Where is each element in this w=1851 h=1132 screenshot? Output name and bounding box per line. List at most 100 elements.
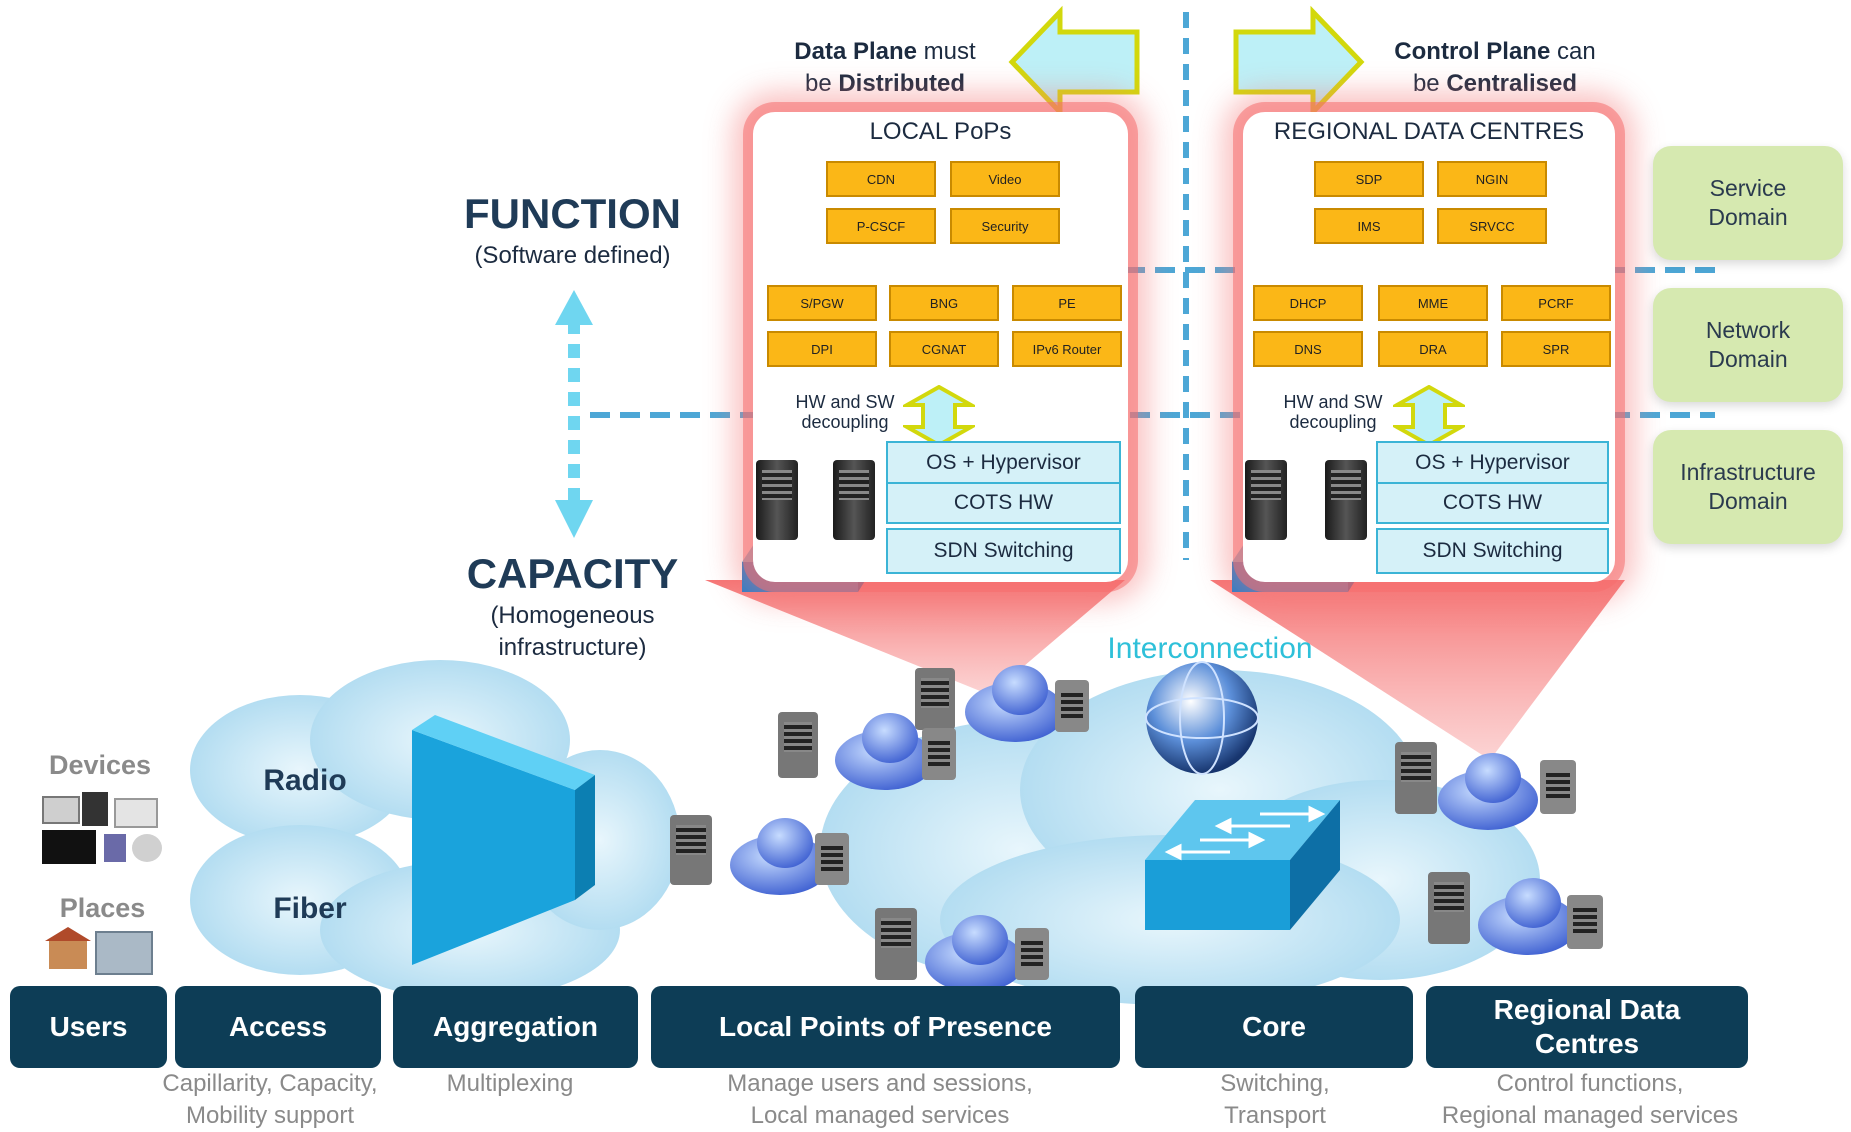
decoupling-line1: HW and SW [795,392,895,412]
service-fn-ims: IMS [1314,208,1424,244]
local-panel-title: LOCAL PoPs [869,118,1012,145]
service-fn-cdn: CDN [826,161,936,197]
network-fn-cgnat: CGNAT [889,331,999,367]
mini-clouds [730,665,1578,992]
service-fn-sdp: SDP [1314,161,1424,197]
local-server-icon-2 [833,460,875,540]
service-fn-pcscf: P-CSCF [826,208,936,244]
regional-desc-line1: Control functions, [1496,1070,1684,1097]
network-server-icon [1015,928,1049,980]
network-server-icon [1055,680,1089,732]
layer-aggregation: Aggregation [393,986,638,1068]
places-label: Places [59,893,146,923]
radio-label: Radio [263,764,347,797]
access-desc-line1: Capillarity, Capacity, [162,1070,378,1097]
network-fn-dhcp: DHCP [1253,285,1363,321]
network-server-icon [1540,760,1576,814]
network-server-icon [1567,895,1603,949]
control-plane-text: can [1550,38,1596,65]
data-plane-bold: Data Plane [794,38,918,65]
network-domain-line2: Domain [1708,346,1788,372]
devices-icon [30,790,170,870]
network-fn-bng: BNG [889,285,999,321]
service-fn-video: Video [950,161,1060,197]
layer-regional-dc: Regional Data Centres [1426,986,1748,1068]
layer-access: Access [175,986,381,1068]
aggregation-mux-icon [412,715,595,965]
infra-domain-line2: Domain [1708,488,1788,514]
service-domain-line1: Service [1709,175,1787,201]
regional-funnel [1210,580,1625,760]
regional-cots-hw: COTS HW [1376,482,1609,524]
function-capacity-arrow [555,290,593,538]
local-cots-hw: COTS HW [886,482,1121,524]
local-decoupling-arrow-icon [903,385,975,447]
capacity-subtitle-2: infrastructure) [498,634,647,661]
network-domain-line1: Network [1705,317,1791,343]
network-fn-ipv6-router: IPv6 Router [1012,331,1122,367]
control-plane-bold: Control Plane [1394,38,1551,65]
aggregation-description: Multiplexing [446,1070,574,1097]
places-icon [45,925,155,975]
network-server-icon [875,908,917,980]
infra-domain-line1: Infrastructure [1680,459,1816,485]
regional-sdn-switching: SDN Switching [1376,528,1609,574]
layer-core: Core [1135,986,1413,1068]
left-arrow-icon [1008,5,1140,119]
interconnection-label: Interconnection [1107,632,1313,665]
right-arrow-icon [1233,5,1365,119]
service-fn-srvcc: SRVCC [1437,208,1547,244]
data-plane-text: must [917,38,976,65]
network-fn-dpi: DPI [767,331,877,367]
network-server-icon [922,728,956,780]
network-fn-spgw: S/PGW [767,285,877,321]
network-server-icon [670,815,712,885]
capacity-title: CAPACITY [466,550,679,597]
network-fn-spr: SPR [1501,331,1611,367]
layer-users: Users [10,986,167,1068]
network-server-icon [915,668,955,730]
control-plane-text2: be [1412,70,1447,97]
regional-server-icon-2 [1325,460,1367,540]
network-fn-pcrf: PCRF [1501,285,1611,321]
local-pops-description: Manage users and sessions, Local managed… [690,1068,1070,1132]
network-fn-mme: MME [1378,285,1488,321]
regional-desc-line2: Regional managed services [1441,1102,1739,1129]
service-fn-security: Security [950,208,1060,244]
function-subtitle: (Software defined) [474,242,671,269]
globe-icon [1145,661,1259,775]
network-fn-dra: DRA [1378,331,1488,367]
network-server-icon [1395,742,1437,814]
function-title: FUNCTION [464,190,681,237]
service-domain-line2: Domain [1708,204,1788,230]
regional-server-icon-1 [1245,460,1287,540]
regional-description: Control functions, Regional managed serv… [1420,1068,1760,1132]
core-description: Switching, Transport [1175,1068,1375,1132]
regional-decoupling-arrow-icon [1393,385,1465,447]
regional-panel-title: REGIONAL DATA CENTRES [1273,118,1585,145]
control-plane-note: Control Plane can be Centralised [1370,36,1620,100]
network-server-icon [1428,872,1470,944]
centralised-bold: Centralised [1446,70,1578,97]
data-plane-text2: be [804,70,839,97]
data-plane-note: Data Plane must be Distributed [765,36,1005,100]
core-switch-icon [1145,800,1340,930]
service-fn-ngin: NGIN [1437,161,1547,197]
devices-label: Devices [48,750,152,780]
core-desc-line1: Switching, [1220,1070,1330,1097]
layer-local-pops: Local Points of Presence [651,986,1120,1068]
regional-decoupling-label: HW and SW decoupling [1258,392,1408,432]
access-desc-line2: Mobility support [185,1102,355,1129]
local-decoupling-label: HW and SW decoupling [770,392,920,432]
fiber-label: Fiber [273,892,347,925]
core-desc-line2: Transport [1224,1102,1326,1129]
local-sdn-switching: SDN Switching [886,528,1121,574]
network-server-icon [815,833,849,885]
local-desc-line1: Manage users and sessions, [727,1070,1033,1097]
regional-os-hypervisor: OS + Hypervisor [1376,441,1609,484]
network-fn-dns: DNS [1253,331,1363,367]
